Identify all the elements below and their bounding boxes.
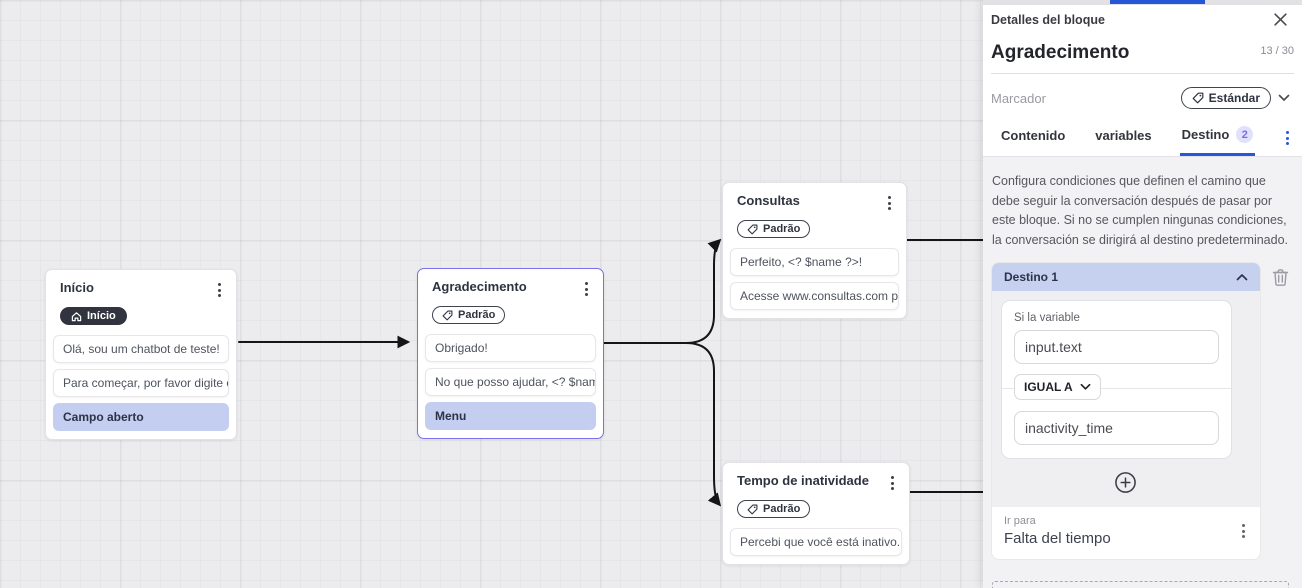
tab-variables[interactable]: variables	[1095, 128, 1152, 143]
chevron-up-icon[interactable]	[1236, 273, 1248, 281]
node-inicio[interactable]: Início Início Olá, sou um chatbot de tes…	[45, 269, 237, 440]
node-type-badge: Início	[60, 307, 127, 325]
node-title: Início	[60, 280, 94, 295]
node-title: Consultas	[737, 193, 800, 208]
goto-menu-icon[interactable]	[1237, 521, 1250, 541]
block-name-input[interactable]: Agradecimento	[991, 42, 1130, 63]
tag-icon	[442, 310, 453, 320]
condition-variable-input[interactable]	[1014, 330, 1219, 364]
edge-agradecimento-consultas	[603, 238, 722, 344]
node-consultas[interactable]: Consultas Padrão Perfeito, <? $name ?>! …	[722, 182, 907, 319]
node-type-badge: Padrão	[737, 500, 811, 518]
tab-destino[interactable]: Destino 2	[1179, 122, 1256, 156]
node-message[interactable]: No que posso ajudar, <? $name ...	[425, 368, 596, 396]
destino-description: Configura condiciones que definen el cam…	[992, 174, 1288, 247]
marker-label: Marcador	[991, 90, 1046, 106]
node-open-field[interactable]: Campo aberto	[53, 403, 229, 431]
node-agradecimento[interactable]: Agradecimento Padrão Obrigado! No que po…	[417, 268, 604, 439]
close-icon[interactable]	[1273, 12, 1288, 27]
chevron-down-icon[interactable]	[1278, 94, 1290, 102]
tabs-overflow-menu-icon[interactable]	[1281, 128, 1294, 148]
node-tempo-de-inatividade[interactable]: Tempo de inatividade Padrão Percebi que …	[722, 462, 910, 565]
node-menu-item[interactable]: Menu	[425, 402, 596, 430]
tag-icon	[747, 224, 758, 234]
node-type-badge: Padrão	[737, 220, 811, 238]
destino-tab-content: Configura condiciones que definen el cam…	[983, 157, 1302, 588]
node-message[interactable]: Acesse www.consultas.com par...	[730, 282, 899, 310]
marker-chip[interactable]: Estándar	[1180, 87, 1271, 109]
node-message[interactable]: Percebi que você está inativo. C...	[730, 528, 902, 556]
node-menu-icon[interactable]	[886, 473, 899, 493]
tag-icon	[747, 504, 758, 514]
add-destination-button[interactable]: Agregar destino	[992, 581, 1289, 588]
edge-agradecimento-tempo	[603, 342, 722, 507]
panel-title: Detalles del bloque	[991, 12, 1105, 27]
goto-value: Falta del tiempo	[1004, 530, 1111, 547]
node-menu-icon[interactable]	[580, 279, 593, 299]
node-menu-icon[interactable]	[883, 193, 896, 213]
destination-1-section: Destino 1 Si la variable IGUAL A	[992, 263, 1260, 559]
goto-label: Ir para	[1004, 515, 1036, 527]
char-counter: 13 / 30	[1260, 45, 1294, 57]
home-icon	[71, 311, 82, 321]
scrollbar-thumb[interactable]	[1110, 0, 1205, 4]
condition-operator-select[interactable]: IGUAL A	[1014, 374, 1101, 400]
add-condition-icon[interactable]	[1114, 471, 1137, 494]
condition-value-input[interactable]	[1014, 411, 1219, 445]
node-title: Tempo de inatividade	[737, 473, 869, 488]
destino-count-badge: 2	[1236, 126, 1254, 143]
panel-tabs: Contenido variables Destino 2	[983, 110, 1302, 157]
block-details-panel: Detalles del bloque Agradecimento 13 / 3…	[983, 0, 1302, 588]
node-type-badge: Padrão	[432, 306, 506, 324]
destination-goto[interactable]: Ir para Falta del tiempo	[992, 507, 1260, 559]
chevron-down-icon	[1080, 383, 1091, 390]
condition-card: Si la variable IGUAL A	[1001, 300, 1232, 459]
node-message[interactable]: Obrigado!	[425, 334, 596, 362]
node-title: Agradecimento	[432, 279, 527, 294]
delete-destination-icon[interactable]	[1268, 267, 1292, 287]
tag-icon	[1192, 92, 1204, 104]
node-message[interactable]: Olá, sou um chatbot de teste!	[53, 335, 229, 363]
tab-contenido[interactable]: Contenido	[1001, 128, 1066, 143]
node-message[interactable]: Perfeito, <? $name ?>!	[730, 248, 899, 276]
panel-top-scrollbar[interactable]	[983, 0, 1302, 5]
condition-variable-label: Si la variable	[1014, 312, 1080, 324]
destination-1-header[interactable]: Destino 1	[992, 263, 1260, 291]
node-menu-icon[interactable]	[213, 280, 226, 300]
node-message[interactable]: Para começar, por favor digite o ...	[53, 369, 229, 397]
